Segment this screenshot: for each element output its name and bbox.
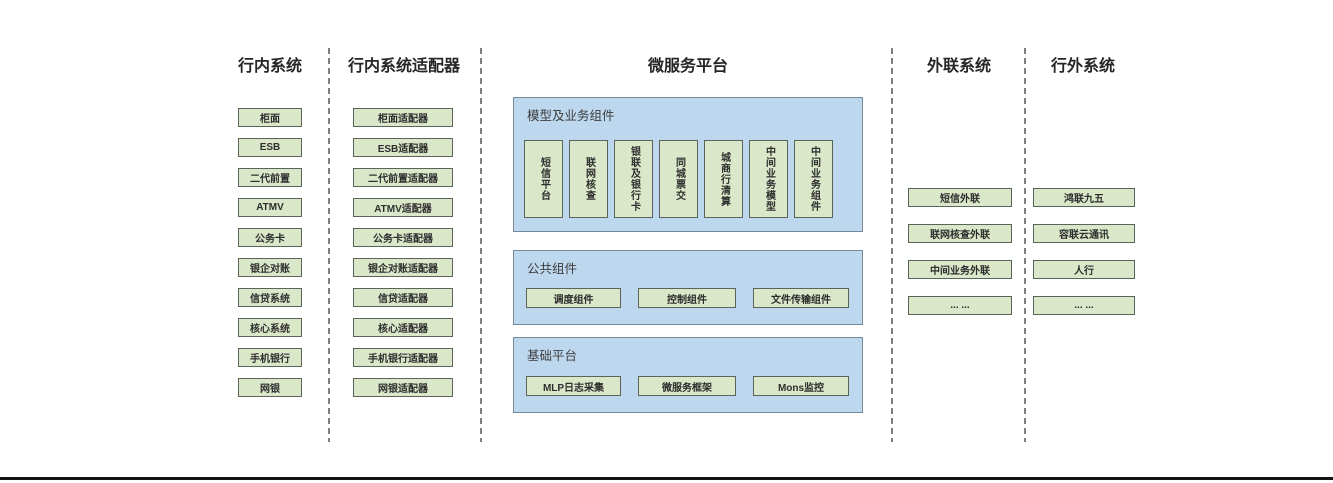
system-box: 银企对账 [238,258,302,277]
outside-system-box: ... ... [1033,296,1135,315]
external-link-box: 联网核查外联 [908,224,1012,243]
column-divider [328,48,330,442]
system-box: 手机银行 [238,348,302,367]
inbank-systems-column: 柜面 ESB 二代前置 ATMV 公务卡 银企对账 信贷系统 核心系统 手机银行… [238,108,302,397]
model-business-components-panel: 模型及业务组件 短信平台 联网核查 银联及银行卡 同城票交 城商行清算 中间业务… [513,97,863,232]
adapter-box: 信贷适配器 [353,288,453,307]
outside-bank-systems-column: 鸿联九五 容联云通讯 人行 ... ... [1033,188,1135,315]
adapter-box: 银企对账适配器 [353,258,453,277]
panel-label: 公共组件 [527,262,578,276]
column-title-inbank-systems: 行内系统 [237,58,302,75]
column-title-outside-bank-systems: 行外系统 [1050,58,1115,75]
adapter-box: ESB适配器 [353,138,453,157]
panel-label: 模型及业务组件 [527,109,615,123]
adapter-box: 公务卡适配器 [353,228,453,247]
adapter-box: ATMV适配器 [353,198,453,217]
system-box: ATMV [238,198,302,217]
adapter-box: 核心适配器 [353,318,453,337]
outside-system-box: 容联云通讯 [1033,224,1135,243]
business-component-box: 同城票交 [659,140,698,218]
column-divider [891,48,893,442]
business-component-label: 中间业务组件 [808,146,820,212]
column-divider [1024,48,1026,442]
business-component-label: 城商行清算 [718,151,730,207]
platform-box: MLP日志采集 [526,376,621,396]
business-component-box: 城商行清算 [704,140,743,218]
external-link-box: 中间业务外联 [908,260,1012,279]
business-component-label: 短信平台 [538,157,550,201]
external-link-box: 短信外联 [908,188,1012,207]
business-component-label: 同城票交 [673,157,685,201]
system-box: 柜面 [238,108,302,127]
adapter-box: 柜面适配器 [353,108,453,127]
component-box: 调度组件 [526,288,621,308]
common-components-panel: 公共组件 调度组件 控制组件 文件传输组件 [513,250,863,325]
adapter-box: 网银适配器 [353,378,453,397]
business-component-box: 银联及银行卡 [614,140,653,218]
platform-box: Mons监控 [753,376,849,396]
component-box: 文件传输组件 [753,288,849,308]
panel-label: 基础平台 [527,349,578,363]
base-platform-panel: 基础平台 MLP日志采集 微服务框架 Mons监控 [513,337,863,413]
business-component-row: 短信平台 联网核查 银联及银行卡 同城票交 城商行清算 中间业务模型 中间业务组… [524,140,833,218]
business-component-box: 中间业务模型 [749,140,788,218]
system-box: 公务卡 [238,228,302,247]
outside-system-box: 鸿联九五 [1033,188,1135,207]
column-title-microservice-platform: 微服务平台 [647,58,728,75]
component-box: 控制组件 [638,288,736,308]
system-box: ESB [238,138,302,157]
system-box: 信贷系统 [238,288,302,307]
business-component-box: 短信平台 [524,140,563,218]
column-title-inbank-adapters: 行内系统适配器 [347,58,460,75]
column-title-external-link-systems: 外联系统 [926,58,991,75]
outside-system-box: 人行 [1033,260,1135,279]
platform-box: 微服务框架 [638,376,736,396]
system-box: 网银 [238,378,302,397]
adapter-box: 手机银行适配器 [353,348,453,367]
business-component-box: 联网核查 [569,140,608,218]
business-component-label: 中间业务模型 [763,146,775,212]
adapter-box: 二代前置适配器 [353,168,453,187]
external-link-systems-column: 短信外联 联网核查外联 中间业务外联 ... ... [908,188,1012,315]
business-component-label: 银联及银行卡 [628,146,640,212]
column-divider [480,48,482,442]
system-box: 二代前置 [238,168,302,187]
inbank-adapters-column: 柜面适配器 ESB适配器 二代前置适配器 ATMV适配器 公务卡适配器 银企对账… [353,108,453,397]
business-component-label: 联网核查 [583,157,595,201]
system-box: 核心系统 [238,318,302,337]
external-link-box: ... ... [908,296,1012,315]
business-component-box: 中间业务组件 [794,140,833,218]
bottom-rule [0,477,1333,480]
